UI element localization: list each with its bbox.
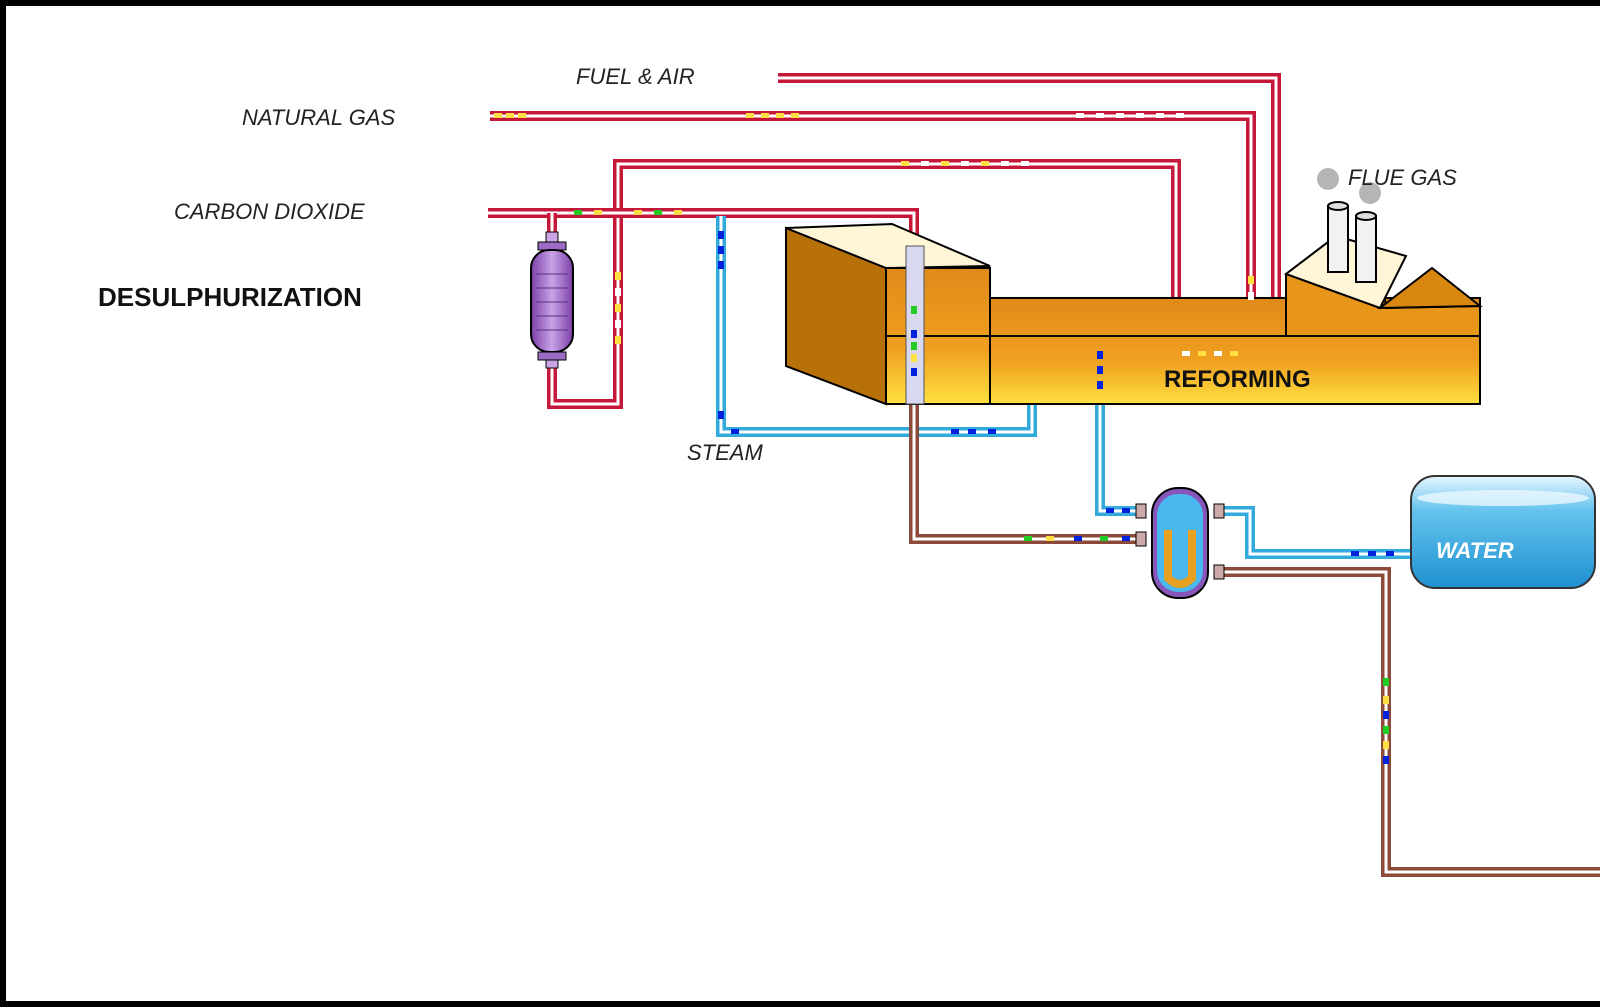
- reformed-gas-pipe: [909, 401, 1146, 544]
- desulphurization-vessel: [530, 231, 574, 369]
- carbon-dioxide-label: CARBON DIOXIDE: [174, 199, 365, 224]
- flue-gas-label: FLUE GAS: [1348, 165, 1457, 190]
- steam-label: STEAM: [687, 440, 763, 465]
- smoke-puff-icon: [1317, 168, 1339, 190]
- smoke-puff-icon: [1359, 182, 1381, 204]
- reforming-furnace: [785, 201, 1483, 406]
- water-tank: [1410, 475, 1596, 589]
- natural-gas-label: NATURAL GAS: [242, 105, 396, 130]
- fuel-air-pipe: [778, 73, 1281, 336]
- heat-exchanger: [1135, 487, 1225, 599]
- desulphurization-label: DESULPHURIZATION: [98, 282, 362, 312]
- natural-gas-pipe: [490, 111, 1256, 409]
- flow-markers: [494, 113, 1394, 764]
- product-outlet-pipe: [1224, 567, 1600, 877]
- water-label: WATER: [1436, 538, 1514, 563]
- process-diagram: FUEL & AIR NATURAL GAS CARBON DIOXIDE DE…: [98, 64, 1600, 877]
- reforming-label: REFORMING: [1164, 366, 1311, 393]
- fuel-air-label: FUEL & AIR: [576, 64, 695, 89]
- water-feed-pipe: [1224, 506, 1416, 559]
